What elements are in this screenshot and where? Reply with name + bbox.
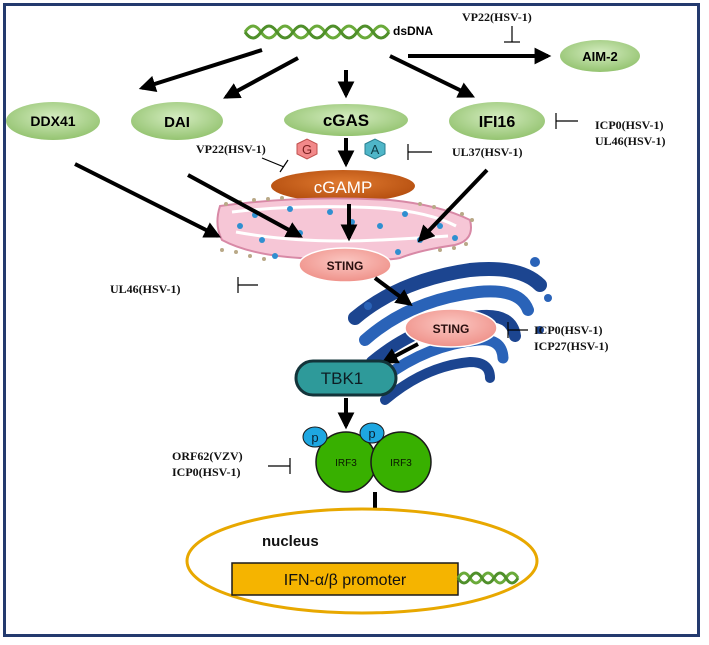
ul37-label: UL37(HSV-1) [452, 145, 522, 159]
icp0-ifi16-label: ICP0(HSV-1) [595, 118, 663, 132]
ul46-sting-inhibition: UL46(HSV-1) [110, 277, 258, 296]
sting-er-node: STING [298, 247, 392, 283]
promoter-dna-icon [456, 571, 520, 585]
sensor-dai: DAI [131, 102, 223, 140]
icp0-irf3-label: ICP0(HSV-1) [172, 465, 240, 479]
arrow-dna-ddx41 [138, 48, 263, 92]
phospho-right-label: p [368, 426, 375, 441]
cgamp-label: cGAMP [314, 178, 373, 197]
ul46-sting-label: UL46(HSV-1) [110, 282, 180, 296]
nucleus: nucleus [185, 507, 539, 615]
dai-label: DAI [164, 114, 190, 131]
arrow-dai-sting [187, 173, 303, 238]
dsdna-helix [243, 24, 391, 40]
sting-er-label: STING [327, 259, 364, 273]
sensor-cgas: cGAS [284, 104, 408, 136]
orf62-label: ORF62(VZV) [172, 449, 243, 463]
ifi16-label: IFI16 [479, 114, 516, 131]
irf3-left-label: IRF3 [335, 458, 357, 469]
irf3-inhibition: ORF62(VZV) ICP0(HSV-1) [172, 449, 291, 479]
irf3-right-label: IRF3 [390, 458, 412, 469]
aim2-label: AIM-2 [582, 49, 617, 64]
vp22-cgas-inhibition: VP22(HSV-1) [196, 142, 289, 173]
icp27-sting-label: ICP27(HSV-1) [534, 339, 608, 353]
phospho-left [302, 426, 328, 448]
icp0-sting-label: ICP0(HSV-1) [534, 323, 602, 337]
arrow-sting-translocation [373, 276, 413, 307]
ddx41-label: DDX41 [30, 113, 75, 129]
dsdna-arrows [138, 47, 552, 99]
sting-input-arrows [74, 162, 489, 243]
arrow-dna-dai [223, 56, 299, 99]
arrow-dna-ifi16 [389, 54, 476, 98]
dsdna-label: dsDNA [393, 24, 433, 38]
nucleus-label: nucleus [262, 533, 319, 550]
substrate-g: G [296, 138, 318, 160]
icp-sting-inhibition: ICP0(HSV-1) ICP27(HSV-1) [507, 322, 608, 353]
ifn-promoter: IFN-α/β promoter [231, 562, 459, 596]
sting-golgi-node: STING [404, 308, 498, 348]
vp22-aim2-inhibition: VP22(HSV-1) [462, 10, 532, 43]
vp22-cgas-label: VP22(HSV-1) [196, 142, 266, 156]
sensor-ifi16: IFI16 [449, 102, 545, 140]
phospho-right [359, 422, 385, 444]
irf3-right [370, 431, 432, 493]
cgamp-node: cGAMP [271, 170, 415, 202]
sensor-aim2: AIM-2 [560, 40, 640, 72]
ul37-inhibition: UL37(HSV-1) [407, 144, 522, 160]
sting-golgi-label: STING [433, 322, 470, 336]
figure-frame [3, 3, 700, 637]
ifi16-inhibition: ICP0(HSV-1) UL46(HSV-1) [555, 113, 665, 148]
arrow-ddx41-sting [74, 162, 222, 238]
arrow-sting-tbk1 [381, 342, 419, 364]
phospho-left-label: p [311, 430, 318, 445]
arrow-ifi16-sting [417, 168, 489, 243]
ul46-ifi16-label: UL46(HSV-1) [595, 134, 665, 148]
substrate-a: A [364, 138, 386, 160]
irf3-dimer: IRF3 IRF3 p p [302, 422, 432, 493]
tbk1-label: TBK1 [321, 369, 364, 388]
tbk1-node: TBK1 [294, 359, 398, 397]
promoter-label: IFN-α/β promoter [284, 572, 407, 589]
sensor-ddx41: DDX41 [6, 102, 100, 140]
cgas-label: cGAS [323, 111, 369, 130]
a-label: A [371, 142, 380, 157]
g-label: G [302, 142, 312, 157]
vp22-aim2-label: VP22(HSV-1) [462, 10, 532, 24]
